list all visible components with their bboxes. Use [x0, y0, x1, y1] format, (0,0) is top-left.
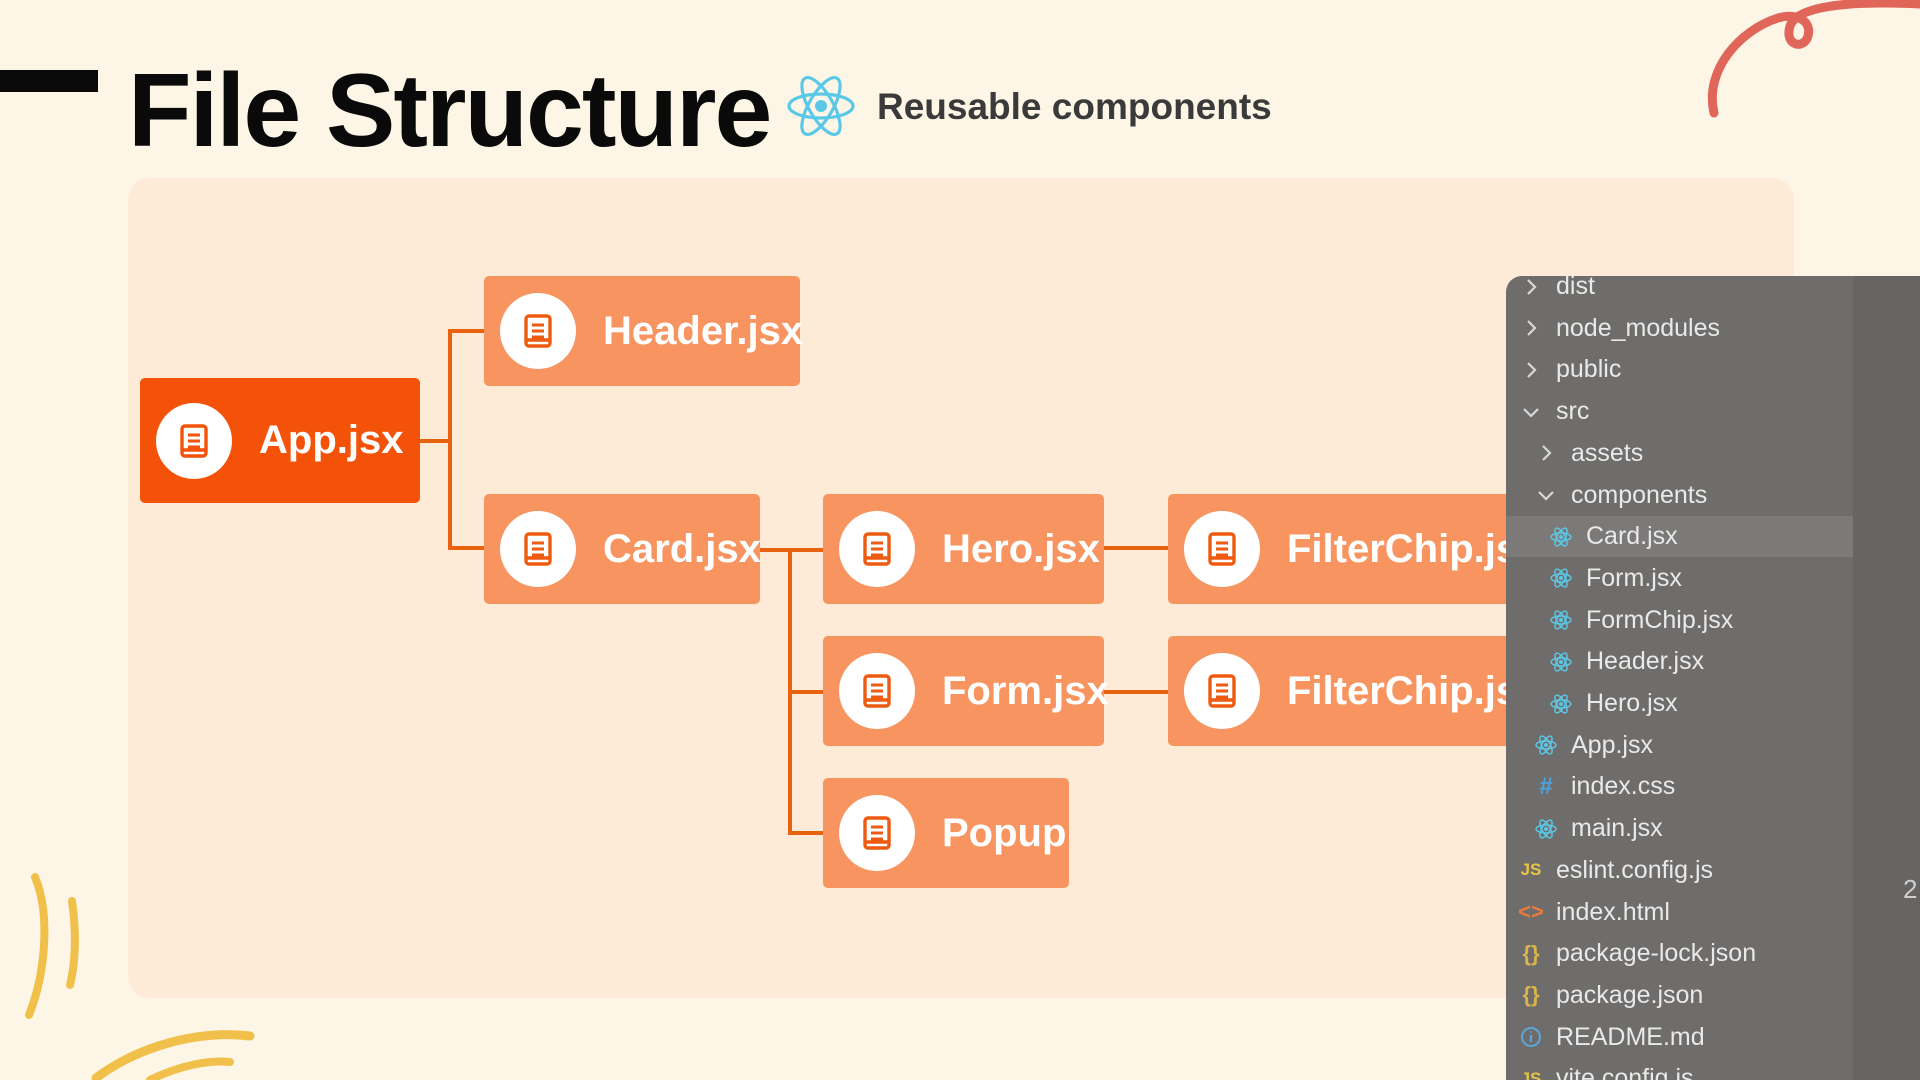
explorer-item-label: index.css [1571, 772, 1676, 801]
page-title: File Structure [128, 53, 772, 169]
explorer-item-label: main.jsx [1571, 814, 1663, 843]
chevron-right-icon [1516, 276, 1546, 299]
node-label: Popup [942, 810, 1067, 855]
node-app[interactable]: App.jsx [140, 378, 420, 503]
explorer-item-components[interactable]: components [1506, 475, 1853, 516]
explorer-item-vite-config-js[interactable]: JS vite.config.js [1506, 1058, 1853, 1080]
explorer-item-package-json[interactable]: {} package.json [1506, 975, 1853, 1016]
node-label: FilterChip.jsx [1287, 526, 1541, 571]
js-file-icon: JS [1520, 860, 1542, 880]
explorer-item-index-html[interactable]: <> index.html [1506, 892, 1853, 933]
file-icon [500, 511, 576, 587]
react-file-icon [1531, 733, 1561, 757]
node-label: Form.jsx [942, 668, 1109, 713]
explorer-item-header-jsx[interactable]: Header.jsx [1506, 641, 1853, 682]
explorer-item-public[interactable]: public [1506, 349, 1853, 390]
explorer-item-src[interactable]: src [1506, 391, 1853, 432]
node-label: Header.jsx [603, 308, 804, 353]
react-file-icon [1546, 650, 1576, 674]
explorer-item-label: package-lock.json [1556, 939, 1757, 968]
hash-icon: # [1539, 772, 1553, 800]
file-icon [839, 511, 915, 587]
file-icon [500, 293, 576, 369]
explorer-item-label: vite.config.js [1556, 1064, 1694, 1080]
react-file-icon [1546, 608, 1576, 632]
react-icon [787, 76, 855, 136]
file-icon [1184, 511, 1260, 587]
explorer-item-label: src [1556, 397, 1590, 426]
node-card[interactable]: Card.jsx [484, 494, 761, 604]
explorer-item-app-jsx[interactable]: App.jsx [1506, 725, 1853, 766]
explorer-item-main-jsx[interactable]: main.jsx [1506, 808, 1853, 849]
js-file-icon: JS [1520, 1068, 1542, 1080]
explorer-item-label: Hero.jsx [1586, 689, 1678, 717]
react-file-icon [1546, 692, 1576, 716]
chevron-down-icon [1531, 483, 1561, 507]
explorer-item-readme-md[interactable]: README.md [1506, 1017, 1853, 1058]
explorer-item-eslint-config-js[interactable]: JS eslint.config.js [1506, 850, 1853, 891]
explorer-item-label: App.jsx [1571, 730, 1653, 759]
explorer-item-label: Header.jsx [1586, 647, 1705, 676]
explorer-item-dist[interactable]: dist [1506, 276, 1853, 307]
explorer-item-label: index.html [1556, 897, 1670, 926]
node-label: Hero.jsx [942, 526, 1100, 571]
chevron-down-icon [1516, 400, 1546, 424]
node-label: Card.jsx [603, 526, 761, 571]
explorer-item-label: Form.jsx [1586, 563, 1682, 592]
decorative-arc [91, 1030, 255, 1080]
node-form[interactable]: Form.jsx [823, 636, 1109, 746]
file-icon [1184, 653, 1260, 729]
subtitle: Reusable components [877, 86, 1272, 127]
node-filterchip-form[interactable]: FilterChip.jsx [1168, 636, 1540, 746]
explorer-item-label: public [1556, 355, 1622, 384]
file-icon [156, 402, 232, 479]
node-filterchip-hero[interactable]: FilterChip.jsx [1168, 494, 1540, 604]
explorer-item-label: components [1571, 480, 1708, 509]
code-brackets-icon: <> [1518, 899, 1544, 924]
react-file-icon [1531, 817, 1561, 841]
file-icon [839, 653, 915, 729]
react-file-icon [1546, 525, 1576, 549]
gutter-number: 2 [1903, 874, 1918, 904]
explorer-item-label: eslint.config.js [1556, 855, 1714, 884]
explorer-item-label: node_modules [1556, 313, 1721, 342]
explorer-item-label: package.json [1556, 980, 1704, 1009]
explorer-item-formchip-jsx[interactable]: FormChip.jsx [1506, 600, 1853, 641]
info-icon [1516, 1025, 1546, 1049]
explorer-item-index-css[interactable]: # index.css [1506, 766, 1853, 807]
explorer-item-form-jsx[interactable]: Form.jsx [1506, 558, 1853, 599]
file-icon [839, 795, 915, 871]
braces-icon: {} [1522, 940, 1540, 966]
node-label: App.jsx [259, 418, 404, 462]
chevron-right-icon [1531, 441, 1561, 465]
node-header[interactable]: Header.jsx [484, 276, 804, 386]
decorative-swirl [1707, 0, 1920, 118]
react-file-icon [1546, 566, 1576, 590]
explorer-item-label: dist [1556, 276, 1595, 300]
explorer-item-label: README.md [1556, 1022, 1705, 1051]
explorer-item-label: assets [1571, 438, 1644, 467]
title-accent-bar [0, 70, 98, 92]
decorative-strokes [25, 873, 79, 1019]
node-popup[interactable]: Popup [823, 778, 1069, 888]
explorer-item-hero-jsx[interactable]: Hero.jsx [1506, 683, 1853, 724]
editor-gutter [1853, 276, 1920, 1080]
explorer-item-node-modules[interactable]: node_modules [1506, 308, 1853, 349]
node-hero[interactable]: Hero.jsx [823, 494, 1104, 604]
node-label: FilterChip.jsx [1287, 668, 1541, 713]
explorer-item-assets[interactable]: assets [1506, 433, 1853, 474]
chevron-right-icon [1516, 316, 1546, 340]
explorer-item-package-lock-json[interactable]: {} package-lock.json [1506, 933, 1853, 974]
explorer-item-label: Card.jsx [1586, 522, 1678, 551]
explorer-item-label: FormChip.jsx [1586, 605, 1734, 634]
explorer-item-card-jsx[interactable]: Card.jsx [1506, 516, 1853, 558]
chevron-right-icon [1516, 358, 1546, 382]
braces-icon: {} [1522, 982, 1540, 1008]
